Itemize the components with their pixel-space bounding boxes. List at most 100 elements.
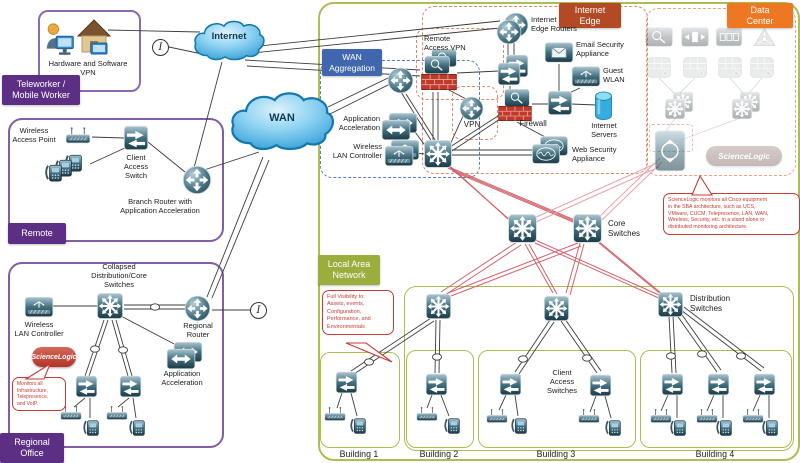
dist-switch-3-icon bbox=[657, 291, 684, 318]
b3-ap-1-icon bbox=[486, 408, 508, 423]
data-center-box bbox=[646, 8, 796, 176]
vpn-sub-box bbox=[452, 86, 498, 140]
core-switch-1-icon bbox=[507, 213, 538, 244]
regional-app-accel-label: Application Acceleration bbox=[161, 369, 203, 387]
internet-cloud-label: Internet bbox=[211, 31, 247, 42]
b4-access-switch-1-icon bbox=[661, 373, 684, 396]
b4-phone-3-icon bbox=[762, 419, 779, 437]
regional-phone-2-icon bbox=[129, 419, 146, 437]
b3-access-switch-1-icon bbox=[499, 373, 522, 396]
building-2-box bbox=[406, 350, 474, 448]
edge-access-switch-icon bbox=[547, 90, 573, 116]
regional-phone-1-icon bbox=[83, 419, 100, 437]
internet-edge-routers-icon bbox=[496, 12, 529, 45]
dc-switch-stack-2-icon bbox=[731, 91, 765, 121]
client-access-switches-label: Client Access Switches bbox=[546, 368, 577, 395]
lan-zone-box bbox=[404, 286, 794, 451]
building-2-label: Building 2 bbox=[419, 449, 459, 459]
b4-access-switch-2-icon bbox=[707, 373, 730, 396]
internet-edge-tag: Internet Edge bbox=[559, 3, 621, 28]
collapsed-core-switch-icon bbox=[96, 291, 124, 321]
dist-switch-2-icon bbox=[543, 295, 570, 322]
b3-access-switch-2-icon bbox=[589, 374, 612, 397]
b1-phone-icon bbox=[350, 417, 367, 435]
regional-app-accel-icon bbox=[166, 340, 204, 372]
core-switch-2-icon bbox=[572, 213, 603, 244]
building-1-label: Building 1 bbox=[339, 449, 379, 459]
b1-ap-icon bbox=[324, 406, 346, 421]
remote-access-vpn-firewall-icon bbox=[421, 48, 466, 90]
data-center-links bbox=[658, 77, 763, 141]
dc-callout: ScienceLogic monitors all Cisco equipmen… bbox=[663, 193, 800, 235]
teleworker-zone-box bbox=[38, 10, 141, 92]
sciencelogic-badge-regional: ScienceLogic bbox=[31, 347, 77, 367]
regional-callout: Monitors all Infrastructure, Telepresenc… bbox=[12, 377, 66, 411]
regional-wlc-icon bbox=[24, 295, 54, 319]
internet-servers-icon bbox=[595, 91, 612, 121]
email-security-icon bbox=[544, 41, 574, 64]
lan-tag: Local Area Network bbox=[318, 255, 380, 285]
firewall-label: Firewall bbox=[519, 119, 547, 128]
dc-module-appliance-icon bbox=[715, 26, 743, 48]
dc-nexus-switch-icon bbox=[654, 130, 686, 172]
hardware-vpn-user-icon bbox=[46, 23, 74, 56]
dc-security-appliance-icon bbox=[644, 26, 674, 48]
wan-aggregation-tag: WAN Aggregation bbox=[322, 49, 382, 76]
remote-ap-icon bbox=[65, 126, 91, 144]
b2-ap-icon bbox=[416, 406, 438, 421]
branch-router-icon bbox=[182, 165, 212, 195]
wan-app-accel-label: Application Acceleration bbox=[338, 114, 380, 132]
b1-access-switch-icon bbox=[335, 371, 358, 394]
b4-phone-1-icon bbox=[670, 419, 687, 437]
dc-server-4-icon bbox=[750, 57, 774, 78]
building-3-box bbox=[478, 350, 636, 448]
isp-demarc-1-icon: I bbox=[152, 39, 169, 56]
edge-routers-label: Internet Edge Routers bbox=[531, 15, 577, 33]
b4-access-switch-3-icon bbox=[753, 373, 776, 396]
wan-cloud-label: WAN bbox=[269, 112, 295, 124]
b2-phone-icon bbox=[444, 417, 461, 435]
red-links bbox=[440, 157, 664, 300]
vpn-router-icon bbox=[459, 96, 484, 121]
email-security-label: Email Security Appliance bbox=[576, 40, 624, 58]
regional-router-label: Regional Router bbox=[183, 321, 213, 339]
b3-phone-2-icon bbox=[605, 419, 622, 437]
dc-ace-icon bbox=[753, 28, 776, 47]
regional-wlc-label: Wireless LAN Controller bbox=[14, 320, 64, 338]
internet-servers-label: Internet Servers bbox=[591, 121, 617, 139]
remote-phones-icon bbox=[45, 154, 83, 183]
sciencelogic-badge-dc: ScienceLogic bbox=[706, 146, 782, 166]
regional-access-switch-2-icon bbox=[119, 375, 142, 398]
core-switches-label: Core Switches bbox=[608, 219, 641, 238]
remote-ap-label: Wireless Access Point bbox=[12, 126, 56, 144]
dc-server-2-icon bbox=[683, 57, 707, 78]
lan-callout: Full Visibility to: Assets, events, Conf… bbox=[322, 290, 394, 336]
branch-router-label: Branch Router with Application Accelerat… bbox=[120, 197, 200, 215]
vpn-label: VPN bbox=[463, 120, 481, 129]
edge-firewall-icon bbox=[498, 88, 532, 121]
edge-switch-stack-icon bbox=[497, 54, 529, 86]
dc-server-3-icon bbox=[718, 57, 742, 78]
isp-demarc-2-icon: I bbox=[250, 302, 267, 319]
wan-wlc-label: Wireless LAN Controller bbox=[332, 142, 382, 160]
etherchannel-ovals bbox=[90, 303, 746, 366]
wan-agg-router-icon bbox=[387, 67, 414, 94]
b3-phone-1-icon bbox=[511, 417, 528, 435]
building-3-label: Building 3 bbox=[536, 449, 576, 459]
b3-ap-2-icon bbox=[578, 408, 600, 423]
dc-switch-stack-1-icon bbox=[664, 91, 698, 121]
regional-zone-box bbox=[8, 262, 224, 448]
dist-switches-label: Distribution Switches bbox=[690, 294, 731, 313]
guest-wlan-icon bbox=[571, 65, 601, 88]
dc-content-appliance-icon bbox=[680, 26, 710, 48]
remote-access-switch-icon bbox=[123, 125, 149, 151]
hardware-vpn-label: Hardware and Software VPN bbox=[48, 59, 128, 77]
web-security-label: Web Security Appliance bbox=[572, 145, 617, 163]
dist-switch-1-icon bbox=[425, 293, 452, 320]
web-security-icon bbox=[531, 135, 571, 167]
dc-server-1-icon bbox=[647, 57, 671, 78]
b2-access-switch-icon bbox=[425, 373, 448, 396]
remote-access-vpn-label: Remote Access VPN bbox=[424, 34, 466, 52]
